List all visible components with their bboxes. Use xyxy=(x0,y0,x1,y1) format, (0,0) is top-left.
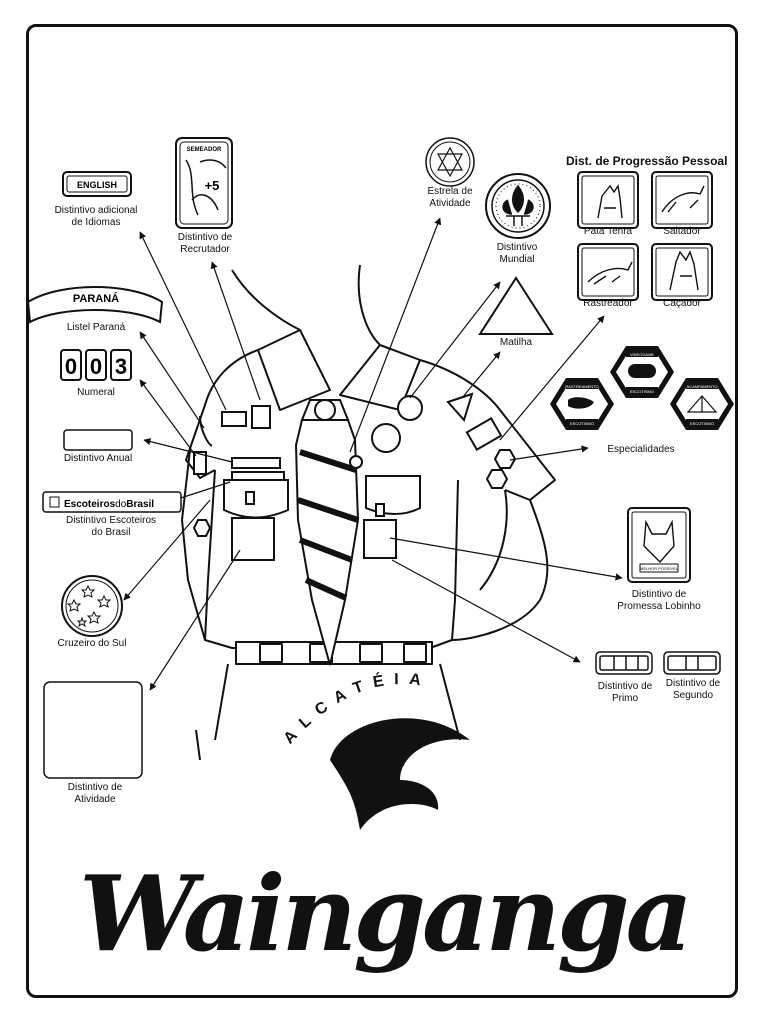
label-matilha: Matilha xyxy=(499,337,533,348)
parana-listel: PARANÁ xyxy=(26,286,164,324)
matilha-badge xyxy=(478,276,554,335)
progression-title: Dist. de Progressão Pessoal xyxy=(566,154,728,168)
plus-five-text: +5 xyxy=(205,178,220,193)
mundial-badge xyxy=(485,173,551,239)
label-segundo: Distintivo de Segundo xyxy=(665,678,721,701)
progression-badges xyxy=(577,171,713,301)
star-icon xyxy=(66,584,112,628)
svg-text:ESCOTISMO: ESCOTISMO xyxy=(570,421,594,426)
label-escoteiros-brasil: Distintivo Escoteiros do Brasil xyxy=(65,515,157,538)
label-mundial: Distintivo Mundial xyxy=(496,242,538,265)
tent-icon xyxy=(686,395,718,413)
label-cacador: Caçador xyxy=(663,298,701,309)
svg-text:ESCOTISMO: ESCOTISMO xyxy=(690,421,714,426)
label-estrela: Estrela de Atividade xyxy=(427,186,473,209)
parana-text: PARANÁ xyxy=(73,292,119,305)
svg-text:ESCOTISMO: ESCOTISMO xyxy=(630,389,654,394)
brand-name: Wainganga xyxy=(79,852,689,975)
atividade-badge xyxy=(43,681,143,779)
label-saltador: Saltador xyxy=(663,226,701,237)
page-frame xyxy=(26,24,738,998)
numeral-badge: 0 0 3 xyxy=(60,349,132,381)
label-recrutador: Distintivo de Recrutador xyxy=(177,232,233,255)
label-atividade: Distintivo de Atividade xyxy=(67,782,123,805)
numeral-digit-3: 3 xyxy=(115,354,127,379)
anual-badge xyxy=(63,429,133,451)
pointer-lines xyxy=(123,217,623,691)
promessa-badge: MELHOR POSSÍVEL xyxy=(627,507,691,583)
svg-text:ACAMPAMENTO: ACAMPAMENTO xyxy=(687,384,718,389)
numeral-digit-2: 0 xyxy=(90,354,102,379)
recrutador-badge: SEMEADOR +5 xyxy=(175,137,233,229)
svg-text:EscoteirosdoBrasil: EscoteirosdoBrasil xyxy=(64,499,154,510)
shirt-badges xyxy=(192,392,517,561)
label-anual: Distintivo Anual xyxy=(63,453,133,464)
numeral-digit-1: 0 xyxy=(65,354,77,379)
label-pata-tenra: Pata Tenra xyxy=(583,226,633,237)
primo-segundo-badges xyxy=(595,651,721,675)
neckerchief xyxy=(294,399,360,666)
svg-text:MELHOR POSSÍVEL: MELHOR POSSÍVEL xyxy=(640,566,679,571)
label-rastreador: Rastreador xyxy=(583,298,633,309)
estrela-badge xyxy=(425,137,475,187)
cruzeiro-badge xyxy=(61,575,123,637)
svg-text:VIDEOGAME: VIDEOGAME xyxy=(630,352,655,357)
english-badge-text: ENGLISH xyxy=(77,180,117,190)
wolf-icon xyxy=(587,184,705,291)
escoteiros-brasil-badge: EscoteirosdoBrasil xyxy=(42,491,182,513)
label-cruzeiro: Cruzeiro do Sul xyxy=(57,638,127,649)
uniform-shirt xyxy=(181,264,556,761)
wolf-head-icon xyxy=(643,519,675,564)
label-primo: Distintivo de Primo xyxy=(597,681,653,704)
label-listel: Listel Paraná xyxy=(66,322,126,333)
brand-logo: ALCATÉIA Wainganga xyxy=(77,669,694,976)
swoosh-icon xyxy=(330,718,470,830)
english-badge: ENGLISH xyxy=(62,171,132,197)
label-especialidades: Especialidades xyxy=(607,444,675,455)
svg-text:RASTREAMENTO: RASTREAMENTO xyxy=(565,384,598,389)
footprint-icon xyxy=(568,397,594,409)
especialidades-badges: RASTREAMENTO ESCOTISMO VIDEOGAME ESCOTIS… xyxy=(550,346,734,430)
label-promessa: Distintivo de Promessa Lobinho xyxy=(617,589,701,612)
gamepad-icon xyxy=(628,364,656,378)
label-numeral: Numeral xyxy=(77,387,115,398)
fleur-de-lis-icon xyxy=(502,184,534,226)
label-idiomas: Distintivo adicional de Idiomas xyxy=(54,205,138,228)
semeador-text: SEMEADOR xyxy=(187,147,222,153)
